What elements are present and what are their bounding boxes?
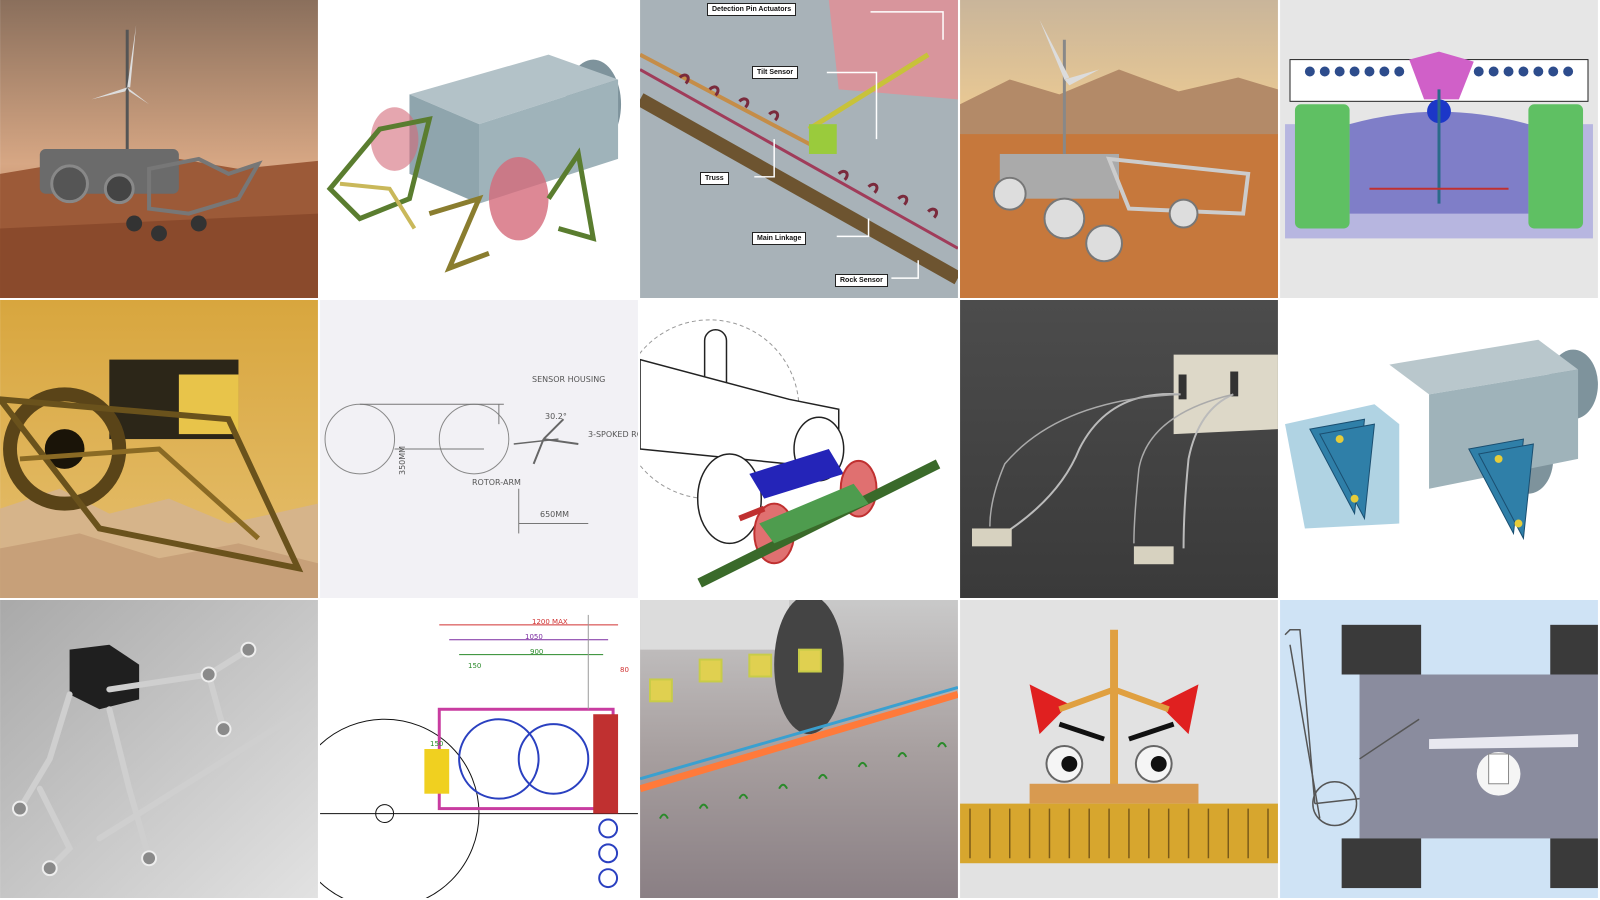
- tile-sensor-whiskers: [960, 300, 1280, 600]
- tile-front-view-green-wheels: [1280, 0, 1600, 300]
- tile-cad-box-legs: [320, 0, 640, 300]
- dim-4-label: 150: [468, 662, 482, 670]
- three-spoked-rotor-label: 3-SPOKED ROTOR: [588, 430, 638, 439]
- cartoon-face-cad-image: [960, 600, 1278, 898]
- sensor-housing-label: SENSOR HOUSING: [532, 375, 606, 384]
- golden-rover-dunes-image: [0, 300, 318, 598]
- detection-pin-actuators-label: Detection Pin Actuators: [707, 3, 797, 16]
- truss-label: Truss: [700, 172, 729, 185]
- tile-hand-sketch: SENSOR HOUSING 3-SPOKED ROTOR ROTOR-ARM …: [320, 300, 640, 600]
- cad-box-legs-image: [320, 0, 638, 298]
- tile-cartoon-face-cad: [960, 600, 1280, 900]
- top-view-black-wheels-image: [1280, 600, 1598, 898]
- annotated-truss-image: [640, 0, 958, 298]
- main-linkage-label: Main Linkage: [752, 232, 807, 245]
- tile-annotated-truss: Detection Pin Actuators Tilt Sensor Trus…: [640, 0, 960, 300]
- tile-metallic-legged-frame: [0, 600, 320, 900]
- dim-350-label: 350MM: [398, 445, 407, 475]
- dim-650-label: 650MM: [540, 510, 570, 519]
- tile-mars-turbine-rover: [0, 0, 320, 300]
- rock-sensor-label: Rock Sensor: [835, 274, 888, 287]
- dim-5-label: 80: [620, 666, 629, 674]
- sensor-whiskers-image: [960, 300, 1278, 598]
- tile-top-view-black-wheels: [1280, 600, 1600, 900]
- dim-3-label: 900: [530, 648, 544, 656]
- tilt-sensor-label: Tilt Sensor: [752, 66, 799, 79]
- hand-sketch-image: [320, 300, 638, 598]
- dim-top-label: 1200 MAX: [532, 618, 568, 626]
- tile-golden-rover-dunes: [0, 300, 320, 600]
- blurred-rake-image: [640, 600, 958, 898]
- tile-line-drawing-red-wheels: [640, 300, 960, 600]
- translucent-paddles-image: [1280, 300, 1598, 598]
- front-view-green-wheels-image: [1280, 0, 1598, 298]
- tile-engineering-drawing: 1200 MAX 1050 900 150 80 150: [320, 600, 640, 900]
- engineering-drawing-image: [320, 600, 638, 898]
- line-drawing-red-wheels-image: [640, 300, 958, 598]
- rotor-arm-label: ROTOR-ARM: [472, 478, 521, 487]
- metallic-legged-frame-image: [0, 600, 318, 898]
- angle-label: 30.2°: [545, 412, 567, 421]
- dim-2-label: 1050: [525, 633, 543, 641]
- tile-blurred-rake: [640, 600, 960, 900]
- desert-turbine-rover-image: [960, 0, 1278, 298]
- tile-desert-turbine-rover: [960, 0, 1280, 300]
- dim-6-label: 150: [430, 740, 444, 748]
- mars-turbine-rover-image: [0, 0, 318, 298]
- tile-translucent-paddles: [1280, 300, 1600, 600]
